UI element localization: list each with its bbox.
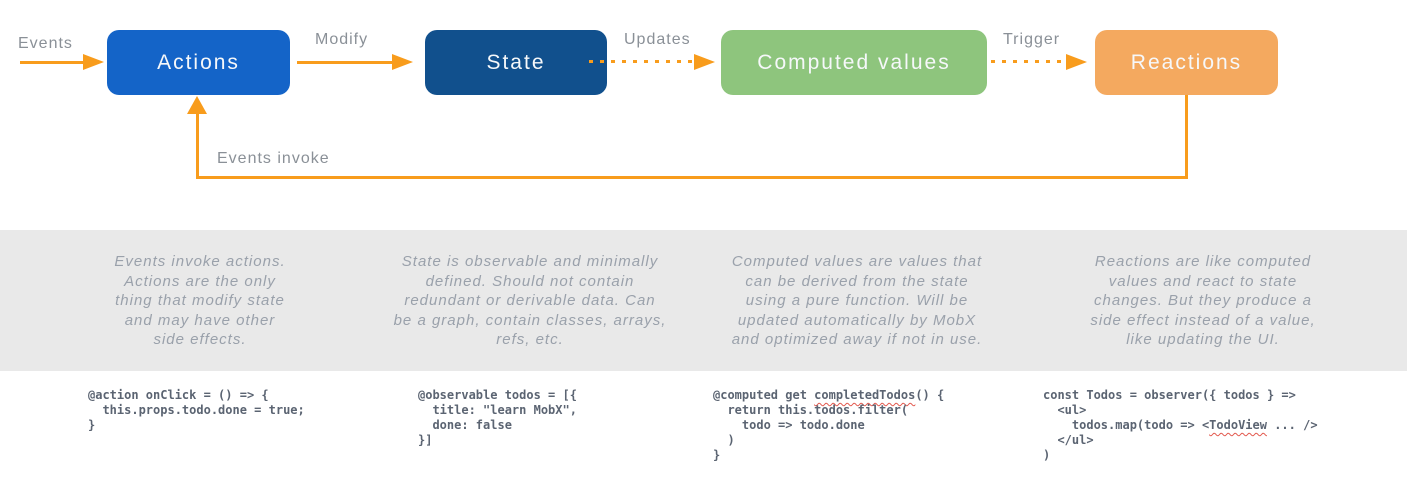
arrow-label-trigger: Trigger <box>1003 31 1061 48</box>
actions-box: Actions <box>107 30 290 95</box>
arrow-modify-line <box>297 61 392 64</box>
code-snippet-observable: @observable todos = [{ title: "learn Mob… <box>418 388 577 447</box>
descriptions-band: Events invoke actions. Actions are the o… <box>0 230 1407 371</box>
reactions-box: Reactions <box>1095 30 1278 95</box>
feedback-line-bottom-horizontal <box>196 176 1188 179</box>
arrow-events-line <box>20 61 83 64</box>
flow-diagram-section: Events Actions Modify State Updates Comp… <box>0 0 1407 230</box>
arrow-label-modify: Modify <box>315 31 369 48</box>
computed-values-box: Computed values <box>721 30 987 95</box>
description-reactions: Reactions are like computed values and r… <box>1090 253 1316 348</box>
state-box: State <box>425 30 607 95</box>
description-computed-values: Computed values are values that can be d… <box>731 253 983 348</box>
feedback-arrow-head-icon <box>187 96 207 114</box>
arrow-label-events-invoke: Events invoke <box>217 150 330 167</box>
arrow-label-updates: Updates <box>624 31 691 48</box>
code-snippet-observer: const Todos = observer({ todos } => <ul>… <box>1043 388 1318 462</box>
arrow-updates-dotted-line <box>589 60 694 63</box>
arrow-modify-head-icon <box>392 54 413 70</box>
arrow-events-head-icon <box>83 54 104 70</box>
code-snippet-computed: @computed get completedTodos() { return … <box>713 388 945 462</box>
computed-values-box-label: Computed values <box>757 50 951 74</box>
misspelled-word: TodoView <box>1209 418 1267 432</box>
description-actions: Events invoke actions. Actions are the o… <box>114 253 286 348</box>
description-state: State is observable and minimally define… <box>393 253 667 348</box>
misspelled-word: completedTodos <box>814 388 916 402</box>
arrow-trigger-dotted-line <box>991 60 1066 63</box>
feedback-line-right-vertical <box>1185 95 1188 179</box>
reactions-box-label: Reactions <box>1130 50 1243 74</box>
code-snippets-section: @action onClick = () => { this.props.tod… <box>0 371 1407 483</box>
code-snippet-action: @action onClick = () => { this.props.tod… <box>88 388 305 432</box>
state-box-label: State <box>486 50 546 74</box>
actions-box-label: Actions <box>157 50 240 74</box>
arrow-label-events: Events <box>18 35 73 52</box>
arrow-trigger-head-icon <box>1066 54 1087 70</box>
arrow-updates-head-icon <box>694 54 715 70</box>
feedback-line-left-vertical <box>196 113 199 178</box>
